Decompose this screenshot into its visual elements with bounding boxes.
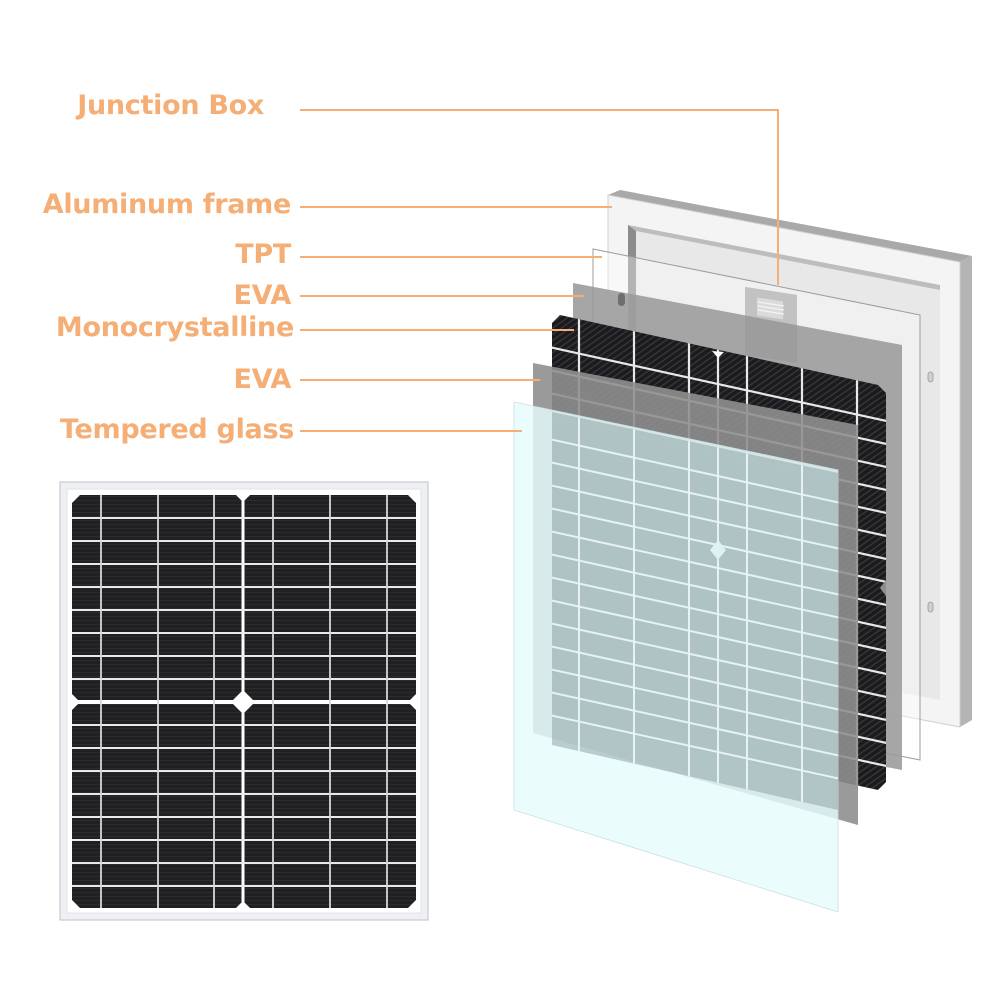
label-tempered-glass: Tempered glass xyxy=(59,414,294,445)
label-junction-box: Junction Box xyxy=(77,90,264,121)
mounting-hole-icon xyxy=(618,293,625,306)
label-monocrystalline: Monocrystalline xyxy=(55,312,294,343)
tempered-glass-layer xyxy=(513,401,839,913)
label-eva-bottom: EVA xyxy=(233,364,291,395)
cell-gap-diamond-icon xyxy=(710,540,726,560)
label-eva-top: EVA xyxy=(233,280,291,311)
mounting-hole-icon xyxy=(927,601,934,613)
leader-line-junction-box xyxy=(300,109,779,285)
leader-lines xyxy=(300,109,779,432)
mounting-hole-icon xyxy=(927,371,934,383)
label-tpt: TPT xyxy=(235,239,291,270)
assembled-solar-panel xyxy=(59,481,429,921)
label-aluminum-frame: Aluminum frame xyxy=(42,189,292,220)
cell-gap-diamond-icon xyxy=(231,690,255,714)
